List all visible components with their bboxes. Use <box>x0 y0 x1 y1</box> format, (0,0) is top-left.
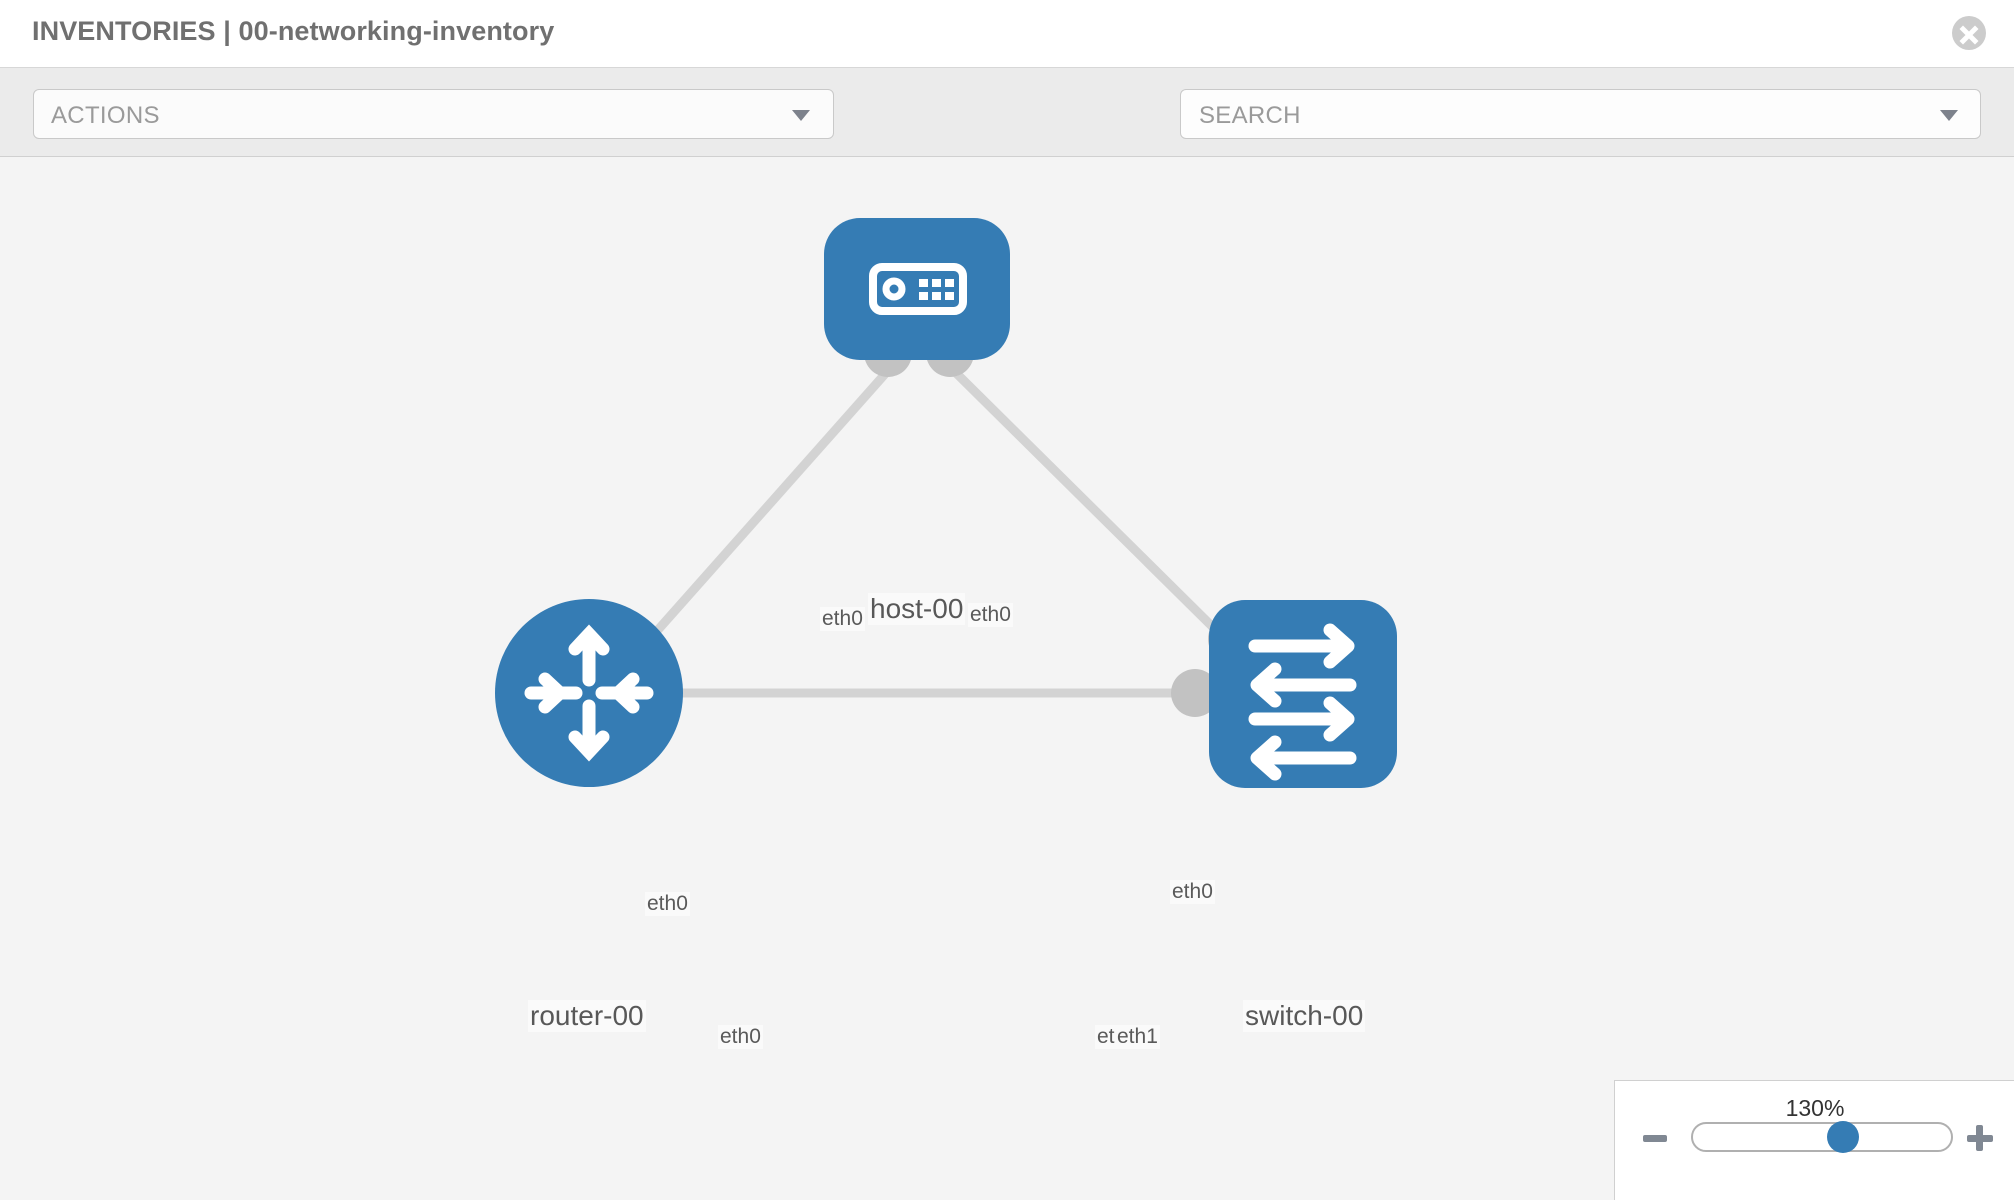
search-placeholder: SEARCH <box>1199 102 1301 129</box>
iface-label-switch-left: eth1 <box>1115 1025 1160 1049</box>
node-switch-00[interactable] <box>1209 600 1397 788</box>
zoom-slider-thumb[interactable] <box>1827 1121 1859 1153</box>
switch-icon <box>1248 623 1357 781</box>
router-icon <box>524 624 654 762</box>
chevron-down-icon <box>792 110 810 121</box>
actions-dropdown[interactable]: ACTIONS <box>33 89 834 139</box>
iface-label-switch-up: eth0 <box>1170 880 1215 904</box>
iface-label-router-right: eth0 <box>718 1025 763 1049</box>
plus-icon-vertical[interactable] <box>1976 1125 1983 1151</box>
toolbar: ACTIONS SEARCH <box>0 68 2014 197</box>
page-title: INVENTORIES | 00-networking-inventory <box>32 16 555 46</box>
chevron-down-icon[interactable] <box>1940 110 1958 121</box>
link-host-switch[interactable] <box>944 361 1242 656</box>
topology-graph <box>495 218 1397 788</box>
page-header: INVENTORIES | 00-networking-inventory <box>0 0 2014 68</box>
server-icon <box>869 263 967 315</box>
node-host-00[interactable] <box>824 218 1010 360</box>
topology-canvas[interactable]: host-00 router-00 switch-00 eth0 eth0 et… <box>0 157 2014 1200</box>
link-router-host[interactable] <box>621 362 897 670</box>
node-label-switch-00: switch-00 <box>1243 1000 1366 1032</box>
iface-label-host-right: eth0 <box>968 603 1013 627</box>
iface-label-host-left: eth0 <box>820 607 865 631</box>
node-label-router-00: router-00 <box>528 1000 646 1032</box>
close-icon[interactable] <box>1952 16 1986 50</box>
search-input[interactable]: SEARCH <box>1180 89 1981 139</box>
zoom-control: 130% <box>1614 1080 2014 1200</box>
node-router-00[interactable] <box>495 599 683 787</box>
minus-icon[interactable] <box>1643 1135 1667 1142</box>
node-label-host-00: host-00 <box>868 593 966 625</box>
iface-label-router-up: eth0 <box>645 892 690 916</box>
connector-switch-left[interactable] <box>1171 669 1219 717</box>
zoom-slider-track[interactable] <box>1691 1122 1953 1152</box>
actions-dropdown-label: ACTIONS <box>51 102 160 129</box>
zoom-level-value: 130% <box>1785 1095 1845 1121</box>
